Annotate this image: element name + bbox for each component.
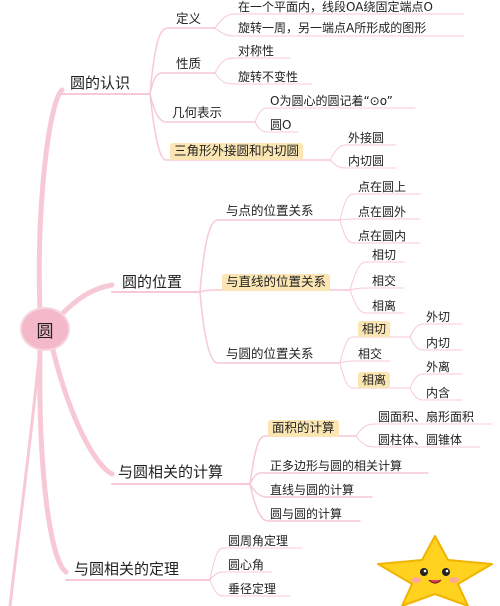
point-inside: 点在圆内 [358, 229, 407, 243]
notation-circle-o: 圆O [270, 118, 292, 132]
area-cylinder-cone: 圆柱体、圆锥体 [378, 433, 463, 447]
property-symmetry: 对称性 [238, 44, 275, 58]
line-separate: 相离 [372, 299, 397, 313]
node-calc: 与圆相关的计算 [118, 463, 224, 481]
branch-recognition [36, 87, 65, 315]
property-rotation: 旋转不变性 [238, 70, 299, 84]
triangle-circumcircle: 外接圆 [348, 131, 385, 145]
definition-line-1: 在一个平面内，线段OA绕固定端点O [238, 0, 433, 14]
circle-intersect: 相交 [358, 347, 383, 361]
circle-contained: 内含 [426, 386, 451, 400]
calc-line-circle: 直线与圆的计算 [270, 483, 355, 497]
area-circle-sector: 圆面积、扇形面积 [378, 410, 475, 424]
calc-polygon: 正多边形与圆的相关计算 [270, 459, 403, 473]
node-definition: 定义 [176, 11, 202, 26]
node-circle-relation: 与圆的位置关系 [226, 346, 314, 361]
node-recognition: 圆的认识 [70, 74, 131, 92]
line-tangent: 相切 [372, 248, 397, 262]
circle-external-separate: 外离 [426, 360, 451, 374]
circle-separate: 相离 [358, 372, 391, 388]
definition-line-2: 旋转一周，另一端点A所形成的图形 [238, 21, 427, 35]
circle-external-tangent: 外切 [426, 310, 451, 324]
node-theorems: 与圆相关的定理 [74, 560, 180, 578]
triangle-incircle: 内切圆 [348, 154, 385, 168]
star-mascot-icon [377, 535, 493, 606]
theorem-perpendicular-diameter: 垂径定理 [228, 582, 277, 596]
point-outside: 点在圆外 [358, 205, 407, 219]
branch-calc [49, 343, 115, 477]
node-line-relation: 与直线的位置关系 [222, 274, 331, 291]
root-node: 圆 [20, 307, 70, 351]
branch-position [55, 282, 115, 321]
circle-internal-tangent: 内切 [426, 336, 451, 350]
node-point-relation: 与点的位置关系 [226, 203, 314, 218]
line-intersect: 相交 [372, 274, 397, 288]
node-position: 圆的位置 [122, 273, 183, 291]
node-area-calc: 面积的计算 [268, 420, 339, 437]
notation-center: O为圆心的圆记着“⊙o” [270, 94, 393, 108]
circle-tangent: 相切 [358, 321, 391, 337]
branch-theorem [37, 345, 69, 575]
node-property: 性质 [176, 56, 202, 71]
calc-circle-circle: 圆与圆的计算 [270, 507, 343, 521]
point-on-circle: 点在圆上 [358, 180, 407, 194]
node-notation: 几何表示 [172, 105, 223, 120]
node-triangle-circles: 三角形外接圆和内切圆 [170, 143, 304, 160]
theorem-central-angle: 圆心角 [228, 558, 265, 572]
theorem-inscribed-angle: 圆周角定理 [228, 534, 289, 548]
